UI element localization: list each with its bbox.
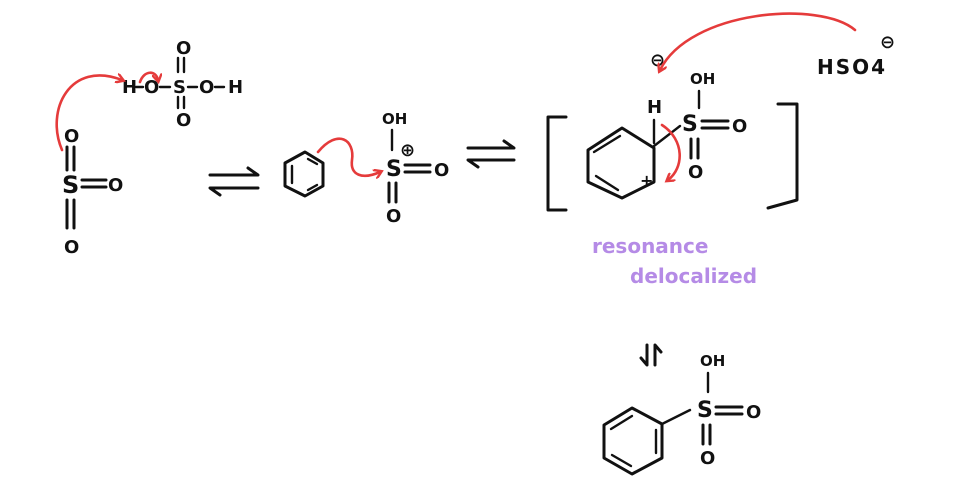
bond-break-arrow [138, 71, 158, 82]
arenium-o-right: O [732, 116, 747, 137]
proton-transfer-arrow [55, 75, 122, 152]
so3-o-right: O [108, 175, 123, 196]
h2so4-o2: O [199, 77, 214, 98]
cation-o-bottom: O [386, 206, 401, 227]
deprotonation-arrow [660, 12, 857, 70]
aromatization-arrow [660, 123, 681, 180]
cation-o-right: O [434, 160, 449, 181]
note-line-2: delocalized [630, 264, 757, 288]
h2so4-o-top: O [176, 38, 191, 59]
so3-s: S [62, 171, 79, 199]
cation-oh: OH [382, 110, 407, 128]
note-line-1: resonance [592, 234, 708, 258]
product-o-right: O [746, 402, 761, 423]
equilibrium-arrow-2 [466, 139, 516, 169]
sulfur-trioxide: O S O O [62, 126, 123, 258]
cation-charge: ⊕ [400, 140, 415, 161]
so3-o-bottom: O [64, 237, 79, 258]
arenium-h: H [647, 97, 662, 118]
bisulfate-charge: ⊖ [880, 32, 895, 53]
product-o-bottom: O [700, 448, 715, 469]
arenium-o-bottom: O [688, 162, 703, 183]
arenium-oh: OH [690, 70, 715, 88]
h2so4-o-bottom: O [176, 110, 191, 131]
equilibrium-arrow-3 [639, 343, 663, 367]
nucleophilic-attack-arrow [316, 137, 380, 176]
hydroxide-charge: ⊖ [650, 50, 665, 71]
cation-s: S [386, 157, 402, 182]
equilibrium-arrow-1 [208, 166, 260, 197]
arenium-s: S [682, 112, 698, 137]
h2so4-h-left: H [122, 77, 137, 98]
h2so4-s: S [173, 77, 186, 98]
bracket-left [546, 115, 568, 212]
benzenesulfonic-acid: OH S O O [602, 352, 761, 476]
arenium-intermediate: + H OH S O O ⊖ [586, 50, 747, 200]
arenium-charge: + [640, 171, 653, 190]
bracket-right [766, 102, 799, 210]
sulfuric-acid: H O S O H O O [122, 38, 243, 131]
benzene-ring [283, 150, 325, 198]
h2so4-h-right: H [228, 77, 243, 98]
so3-o-top: O [64, 126, 79, 147]
bisulfate-ion: HSO4 ⊖ [817, 32, 895, 79]
bisulfate-formula: HSO4 [817, 55, 887, 79]
product-oh: OH [700, 352, 725, 370]
sulfonic-cation: OH S ⊕ O O [382, 110, 449, 227]
product-s: S [697, 398, 713, 423]
